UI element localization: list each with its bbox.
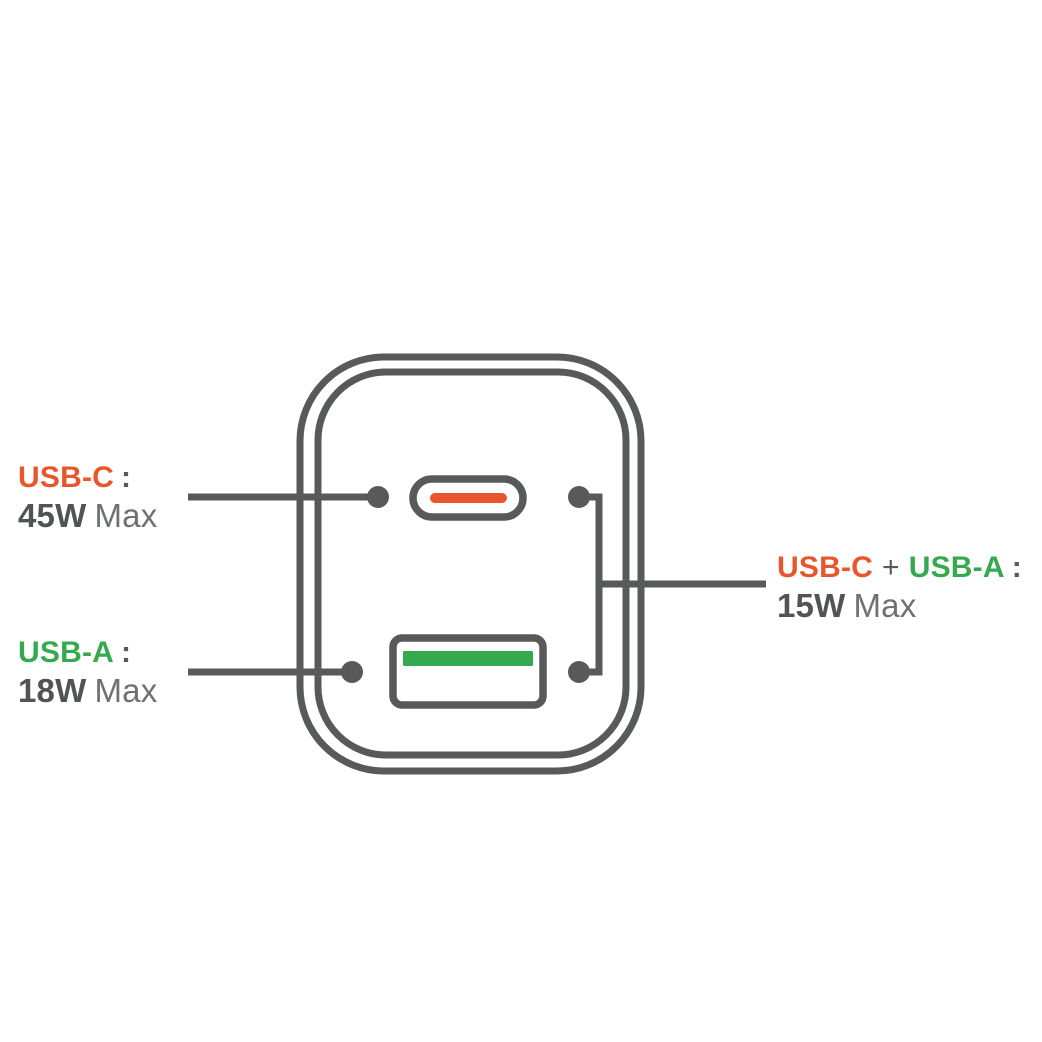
usb-c-pin-bar [430,493,507,503]
combined-max-text: Max [853,587,917,624]
charger-body-inner-outline [314,368,630,759]
usb-a-separator-text: : [121,636,132,669]
usb-a-wattage-text: 18W [18,672,87,709]
combined-usb-c-name-text: USB-C [777,551,873,584]
combined-label-title: USB-C +USB-A: [777,549,1022,587]
combined-usb-a-name-text: USB-A [908,551,1005,584]
usb-a-label-title: USB-A: [18,634,157,672]
combined-plus-text: + [882,551,900,584]
usb-a-port-icon [389,634,547,709]
bracket-combined-ports [579,493,603,676]
usb-a-name-text: USB-A [18,636,114,669]
charger-body-outer-outline [296,353,645,775]
callout-dot-combined-bottom [568,661,590,683]
combined-separator-text: : [1011,551,1022,584]
callout-dot-combined-top [568,486,590,508]
usb-c-name-text: USB-C [18,461,114,494]
usb-a-max-text: Max [94,672,158,709]
callout-dot-usb-a [341,661,363,683]
callout-dot-usb-c [367,486,389,508]
combined-wattage-text: 15W [777,587,846,624]
usb-a-pin-bar [403,651,533,666]
usb-c-separator-text: : [121,461,132,494]
usb-c-label-title: USB-C: [18,459,157,497]
usb-c-wattage-text: 45W [18,497,87,534]
usb-c-max-text: Max [94,497,158,534]
